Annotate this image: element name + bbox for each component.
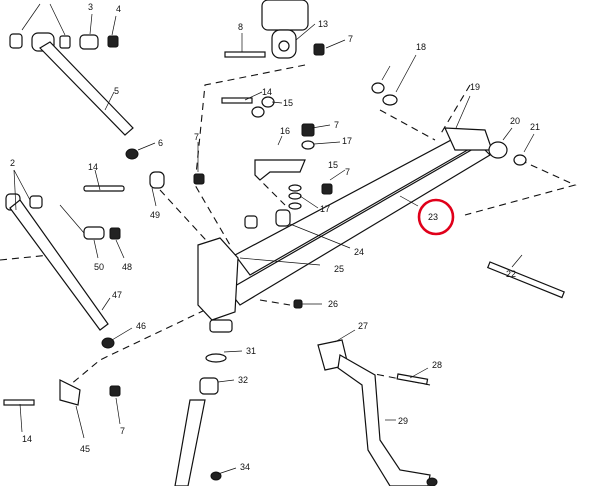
callout-5: 5 [114, 86, 119, 96]
callout-7a: 7 [194, 132, 199, 142]
callout-28: 28 [432, 360, 442, 370]
callout-7b: 7 [348, 34, 353, 44]
callout-50: 50 [94, 262, 104, 272]
callout-45: 45 [80, 444, 90, 454]
callout-18: 18 [416, 42, 426, 52]
lower-bracket-hardware [3, 379, 121, 406]
callout-15a: 15 [283, 98, 293, 108]
callout-8: 8 [238, 22, 243, 32]
callout-27: 27 [358, 321, 368, 331]
lower-right-bracket [210, 339, 438, 486]
callout-24: 24 [354, 247, 364, 257]
shock-absorber [224, 0, 325, 59]
callout-34: 34 [240, 462, 250, 472]
callout-15b: 15 [328, 160, 338, 170]
callout-6: 6 [158, 138, 163, 148]
callout-46: 46 [136, 321, 146, 331]
callout-13: 13 [318, 19, 328, 29]
leader-lines [13, 3, 535, 475]
callout-labels: 2 3 4 5 6 7 7 7 7 7 8 13 14 14 14 15 15 … [10, 2, 540, 472]
callout-29: 29 [398, 416, 408, 426]
callout-7e: 7 [120, 426, 125, 436]
highlight-circle [417, 198, 455, 236]
callout-17a: 17 [342, 136, 352, 146]
callout-20: 20 [510, 116, 520, 126]
callout-31: 31 [246, 346, 256, 356]
callout-19: 19 [470, 82, 480, 92]
swing-arm [174, 127, 565, 486]
callout-14b: 14 [88, 162, 98, 172]
callout-48: 48 [122, 262, 132, 272]
center-hardware [193, 82, 398, 309]
lower-link-assembly [5, 171, 165, 349]
callout-17b: 17 [320, 204, 330, 214]
callout-26: 26 [328, 299, 338, 309]
callout-14c: 14 [22, 434, 32, 444]
callout-25: 25 [334, 264, 344, 274]
callout-14a: 14 [262, 87, 272, 97]
callout-2a: 2 [10, 158, 15, 168]
callout-32: 32 [238, 375, 248, 385]
callout-21: 21 [530, 122, 540, 132]
callout-3: 3 [88, 2, 93, 12]
callout-49: 49 [150, 210, 160, 220]
callout-4a: 4 [116, 4, 121, 14]
callout-23: 23 [428, 212, 438, 222]
callout-16: 16 [280, 126, 290, 136]
callout-47: 47 [112, 290, 122, 300]
callout-22: 22 [506, 269, 516, 279]
callout-7d: 7 [345, 167, 350, 177]
callout-7c: 7 [334, 120, 339, 130]
upper-link-assembly [9, 32, 139, 160]
